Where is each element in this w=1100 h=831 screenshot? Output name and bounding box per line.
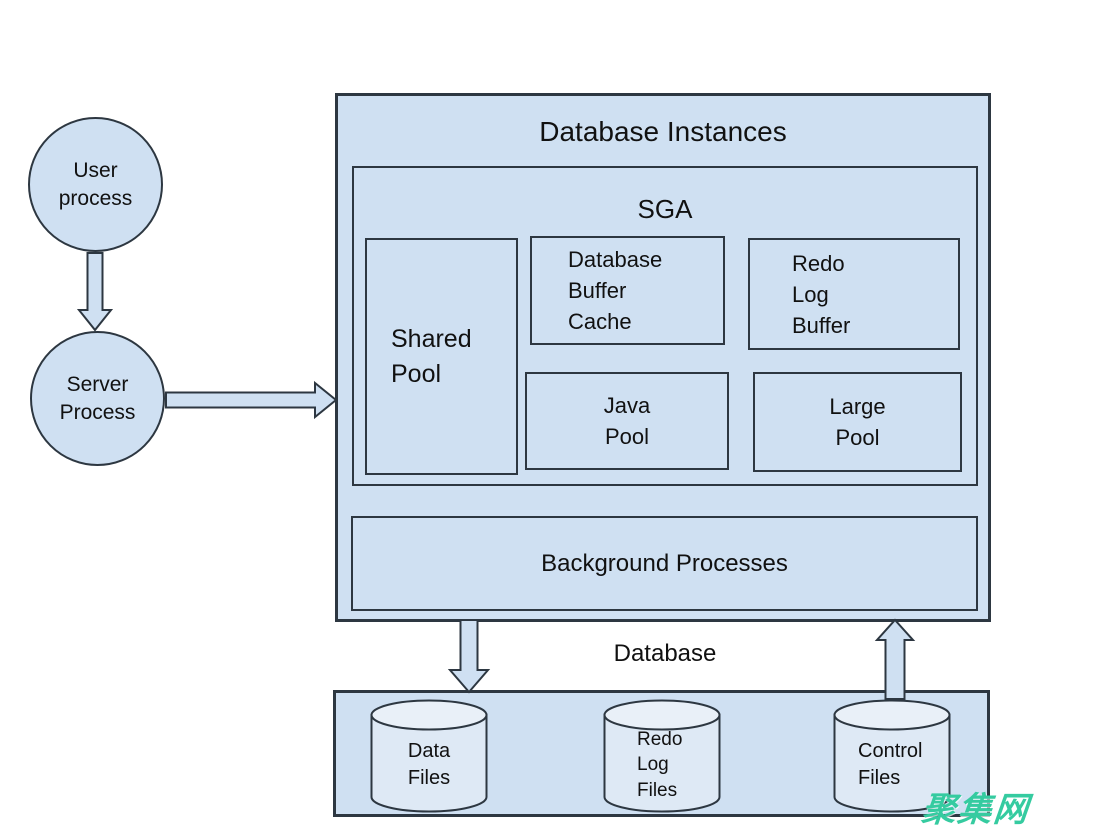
data-files-label: Data Files: [407, 740, 451, 789]
node-database-buffer-cache: Database Buffer Cache: [530, 236, 725, 345]
arrow-server-to-database-instances: [165, 380, 338, 420]
node-large-pool: Large Pool: [753, 372, 962, 472]
node-background-processes: Background Processes: [351, 516, 978, 611]
node-data-files: Data Files: [370, 699, 488, 813]
node-control-files: Control Files: [833, 699, 951, 813]
node-redo-log-files: Redo Log Files: [603, 699, 721, 813]
node-server-process: Server Process: [30, 331, 165, 466]
redo-log-files-label: Redo Log Files: [637, 729, 683, 801]
node-java-pool: Java Pool: [525, 372, 729, 470]
control-files-cylinder-shape: [833, 699, 951, 813]
user-process-label: User process: [58, 158, 133, 210]
large-pool-label: Large Pool: [829, 394, 886, 450]
database-section-label: Database: [613, 640, 717, 667]
node-redo-log-buffer: Redo Log Buffer: [748, 238, 960, 350]
node-shared-pool: Shared Pool: [365, 238, 518, 475]
arrow-instances-to-storage: [447, 619, 491, 694]
server-process-label: Server Process: [59, 372, 136, 424]
arrow-user-to-server: [76, 252, 114, 332]
arrow-storage-to-instances: [874, 618, 916, 700]
database-instances-title: Database Instances: [539, 116, 787, 147]
data-files-cylinder-shape: [370, 699, 488, 813]
sga-title: SGA: [637, 194, 693, 224]
node-user-process: User process: [28, 117, 163, 252]
watermark: 聚集网: [919, 791, 1032, 829]
background-processes-label: Background Processes: [541, 549, 788, 577]
database-buffer-cache-label: Database Buffer Cache: [568, 247, 663, 334]
control-files-label: Control Files: [858, 740, 923, 789]
redo-log-buffer-label: Redo Log Buffer: [792, 250, 851, 338]
shared-pool-label: Shared Pool: [391, 324, 472, 388]
java-pool-label: Java Pool: [603, 393, 651, 449]
redo-log-files-cylinder-shape: [603, 699, 721, 813]
